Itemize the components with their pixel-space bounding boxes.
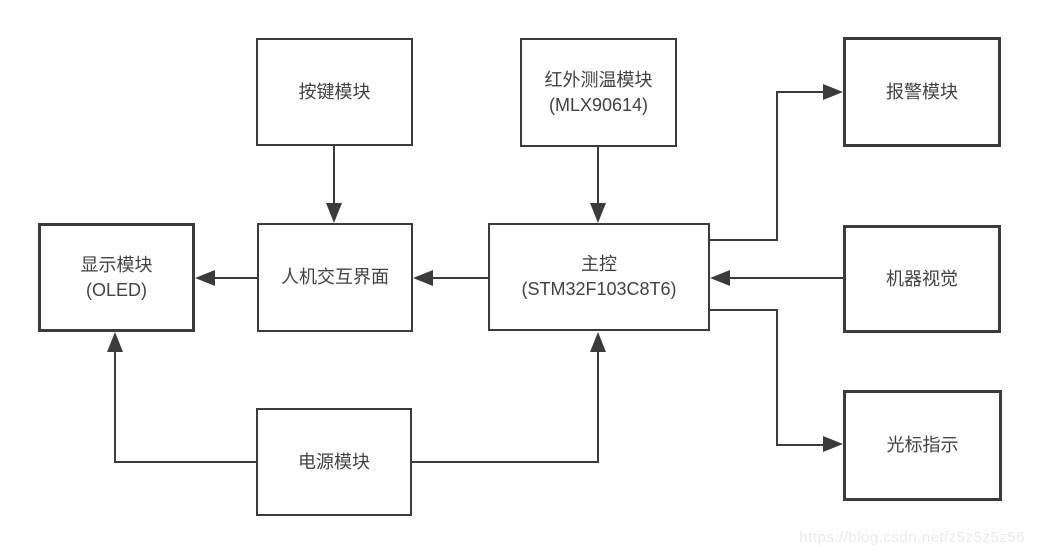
node-machine-vision: 机器视觉 [843, 225, 1001, 333]
node-alarm-module: 报警模块 [843, 37, 1001, 147]
node-ir-temp-module-label: 红外测温模块 [544, 69, 653, 90]
node-display-module-label: 显示模块 [80, 254, 153, 275]
edge-mcu-to-cursor-line-2 [776, 309, 778, 446]
edge-mcu-to-alarm-line-2 [776, 91, 778, 241]
watermark-url: https://blog.csdn.net/z5z5z5z56 [799, 529, 1025, 546]
node-mcu: 主控 (STM32F103C8T6) [488, 223, 710, 331]
node-key-module-label: 按键模块 [298, 81, 371, 102]
node-key-module: 按键模块 [256, 38, 413, 146]
edge-power-to-mcu-arrowhead-icon [590, 332, 606, 352]
node-cursor-indicator: 光标指示 [843, 390, 1002, 501]
edge-mcu-to-hmi-arrowhead-icon [413, 270, 433, 286]
edge-power-to-display-line-2 [114, 350, 116, 463]
edge-vision-to-mcu-arrowhead-icon [710, 270, 730, 286]
edge-mcu-to-cursor-arrowhead-icon [823, 436, 843, 452]
edge-mcu-to-alarm-line-1 [710, 239, 778, 241]
node-hmi-label: 人机交互界面 [281, 267, 389, 287]
edge-power-to-display-line-1 [114, 461, 256, 463]
edge-hmi-to-display-line [213, 277, 257, 279]
edge-mcu-to-hmi-line [431, 277, 488, 279]
edge-mcu-to-cursor-line-3 [776, 444, 825, 446]
node-hmi: 人机交互界面 [257, 223, 413, 332]
node-mcu-label: 主控 [581, 254, 617, 274]
edge-mcu-to-alarm-line-3 [776, 91, 825, 93]
edge-vision-to-mcu-line [728, 277, 843, 279]
edge-ir-to-mcu-line [597, 147, 599, 206]
node-ir-temp-module-sublabel: (MLX90614) [548, 94, 649, 115]
edge-power-to-mcu-line-2 [597, 350, 599, 463]
edge-key-to-hmi-arrowhead-icon [326, 203, 342, 223]
edge-key-to-hmi-line [333, 146, 335, 206]
node-cursor-indicator-label: 光标指示 [886, 435, 959, 455]
node-display-module: 显示模块 (OLED) [38, 223, 195, 332]
edge-mcu-to-cursor-line-1 [710, 309, 778, 311]
node-mcu-sublabel: (STM32F103C8T6) [521, 279, 677, 299]
node-machine-vision-label: 机器视觉 [886, 268, 958, 289]
node-power-module: 电源模块 [256, 408, 412, 516]
node-display-module-sublabel: (OLED) [85, 279, 147, 300]
edge-mcu-to-alarm-arrowhead-icon [823, 84, 843, 100]
node-power-module-label: 电源模块 [298, 451, 370, 472]
node-ir-temp-module: 红外测温模块 (MLX90614) [520, 38, 677, 147]
node-alarm-module-label: 报警模块 [886, 81, 958, 102]
edge-hmi-to-display-arrowhead-icon [195, 270, 215, 286]
edge-power-to-display-arrowhead-icon [107, 332, 123, 352]
edge-ir-to-mcu-arrowhead-icon [590, 203, 606, 223]
edge-power-to-mcu-line-1 [412, 461, 599, 463]
